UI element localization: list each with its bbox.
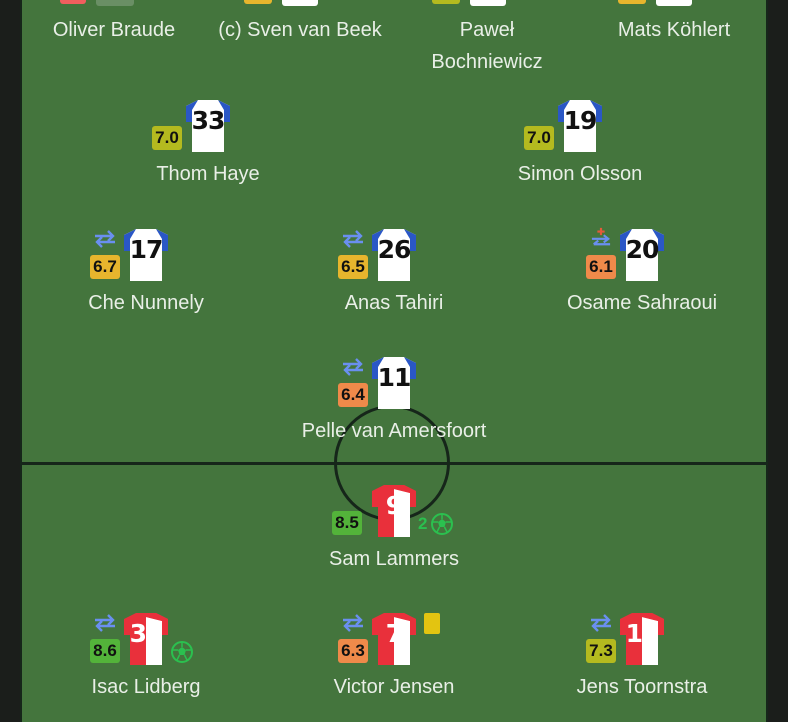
rating-badge: 6.3 xyxy=(338,639,368,663)
right-margin xyxy=(768,0,788,722)
left-touchline xyxy=(20,0,22,722)
player-name: Anas Tahiri xyxy=(344,292,444,314)
player-shirt xyxy=(470,0,506,6)
player-name[interactable]: (c) Sven van Beek xyxy=(218,19,382,41)
injury-substitution-icon xyxy=(591,227,611,246)
rating-badge: 6.5 xyxy=(338,255,368,279)
rating-badge: 8.6 xyxy=(90,639,120,663)
player-shirt: 18 xyxy=(618,611,666,667)
shirt-number: 26 xyxy=(377,235,412,264)
rating-badge: 6.7 xyxy=(90,255,120,279)
player-name[interactable]: Oliver Braude xyxy=(52,19,176,41)
shirt-number: 18 xyxy=(625,619,660,648)
shirt-number: 37 xyxy=(129,619,164,648)
rating-badge: 7.0 xyxy=(524,126,554,150)
yellow-card-icon xyxy=(424,613,440,634)
goal-count: 2 xyxy=(418,514,428,533)
player-shirt: 9 xyxy=(370,483,418,539)
player-name[interactable]: Mats Köhlert xyxy=(617,19,731,41)
player-name[interactable]: Bochniewicz xyxy=(431,51,543,73)
rating-badge: 6.1 xyxy=(586,255,616,279)
left-margin xyxy=(0,0,20,722)
player-name: Simon Olsson xyxy=(517,163,643,185)
player-shirt xyxy=(282,0,318,6)
player-shirt: 19 xyxy=(556,98,604,154)
player-shirt xyxy=(96,0,134,6)
player-name: Sam Lammers xyxy=(328,548,460,570)
substitution-icon xyxy=(343,230,363,248)
player-shirt: 37 xyxy=(122,611,170,667)
player-shirt: 11 xyxy=(370,355,418,411)
ball-icon xyxy=(431,513,453,535)
player-name: Pelle van Amersfoort xyxy=(301,420,487,442)
substitution-icon xyxy=(343,358,363,376)
rating-badge: 6.4 xyxy=(338,383,368,407)
shirt-number: 19 xyxy=(563,106,598,135)
player-rating-badge xyxy=(244,0,272,4)
rating-badge: 8.5 xyxy=(332,511,362,535)
shirt-number: 20 xyxy=(625,235,660,264)
player-shirt: 33 xyxy=(184,98,232,154)
right-touchline xyxy=(766,0,768,722)
player-name: Isac Lidberg xyxy=(91,676,201,698)
player-shirt xyxy=(656,0,692,6)
substitution-icon xyxy=(343,614,363,632)
rating-badge: 7.3 xyxy=(586,639,616,663)
player-rating-badge xyxy=(60,0,86,4)
shirt-number: 17 xyxy=(129,235,164,264)
player-shirt: 7 xyxy=(370,611,418,667)
player-name: Che Nunnely xyxy=(88,292,204,314)
player-name: Thom Haye xyxy=(156,163,260,185)
ball-icon xyxy=(171,641,193,663)
player-name: Jens Toornstra xyxy=(576,676,708,698)
player-shirt: 20 xyxy=(618,227,666,283)
shirt-number: 7 xyxy=(385,619,403,648)
player-rating-badge xyxy=(432,0,460,4)
player-shirt: 26 xyxy=(370,227,418,283)
player-name: Osame Sahraoui xyxy=(566,292,718,314)
substitution-icon xyxy=(591,614,611,632)
substitution-icon xyxy=(95,230,115,248)
player-shirt: 17 xyxy=(122,227,170,283)
player-rating-badge xyxy=(618,0,646,4)
shirt-number: 11 xyxy=(377,363,412,392)
shirt-number: 33 xyxy=(191,106,226,135)
rating-badge: 7.0 xyxy=(152,126,182,150)
substitution-icon xyxy=(95,614,115,632)
player-name: Victor Jensen xyxy=(333,676,455,698)
player-name[interactable]: Paweł xyxy=(459,19,515,41)
shirt-number: 9 xyxy=(385,491,403,520)
